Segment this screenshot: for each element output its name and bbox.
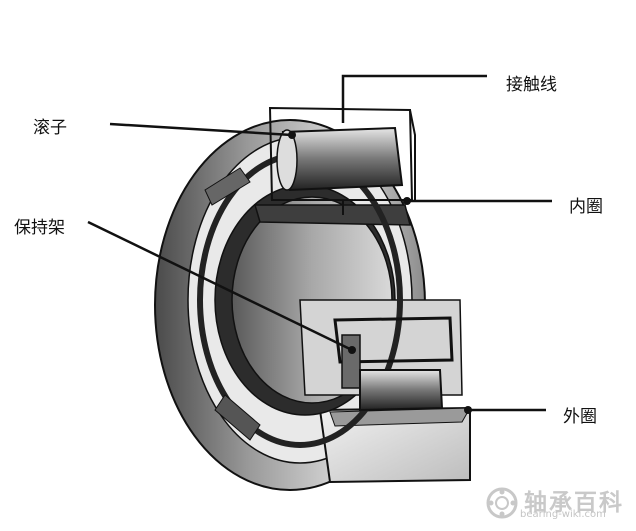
rollers (204, 126, 444, 441)
inner-ring-label: 内圈 (569, 197, 603, 217)
contact-line-label: 接触线 (506, 75, 557, 95)
bearing-logo-icon (486, 487, 518, 519)
cage-leader (87, 220, 353, 352)
roller-leader (109, 122, 293, 137)
contact-line-leader (341, 74, 487, 123)
watermark: 轴承百科 bearing-wiki.com (484, 483, 632, 523)
cage-label: 保持架 (14, 218, 65, 238)
watermark-site: bearing-wiki.com (520, 509, 606, 520)
watermark-title: 轴承百科 (524, 490, 624, 516)
outer-ring-label: 外圈 (563, 407, 597, 427)
leader-lines (87, 74, 552, 414)
roller-label: 滚子 (33, 118, 67, 138)
